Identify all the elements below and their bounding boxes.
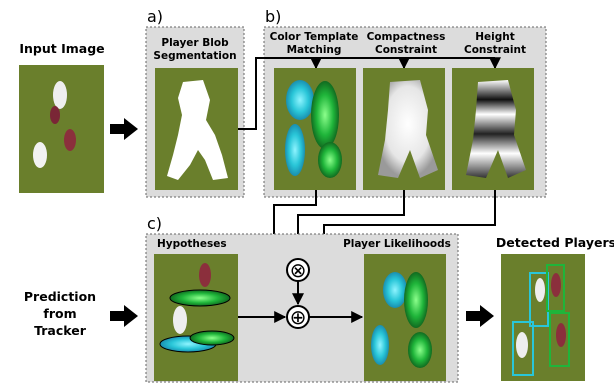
compactness-title-line1: Compactness [367, 31, 446, 43]
add-symbol: ⊕ [290, 305, 307, 329]
panel-c-tag: c) [147, 214, 162, 233]
segmentation-title-line1: Player Blob [161, 37, 229, 49]
tracker-line2: from [43, 306, 76, 321]
segmentation-image [155, 68, 238, 190]
panel-b-tag: b) [265, 7, 281, 26]
hypotheses-title: Hypotheses [157, 238, 227, 250]
height-title-line1: Height [475, 31, 515, 43]
player-likelihoods-image [364, 254, 446, 381]
arrow-input-to-segmentation [110, 118, 138, 140]
player-likelihoods-title: Player Likelihoods [343, 238, 451, 250]
color-template-title-line2: Matching [287, 44, 342, 56]
input-image-title: Input Image [19, 41, 104, 56]
panel-a-tag: a) [147, 7, 163, 26]
segmentation-to-constraints-wire [238, 57, 495, 130]
segmentation-title-line2: Segmentation [153, 50, 236, 62]
tracker-line1: Prediction [24, 289, 96, 304]
color-template-title-line1: Color Template [270, 31, 359, 43]
color-template-image [274, 68, 356, 190]
compactness-title-line2: Constraint [375, 44, 437, 56]
detected-players-image [501, 254, 585, 381]
height-title-line2: Constraint [464, 44, 526, 56]
detected-players-title: Detected Players [496, 235, 614, 250]
compactness-image [363, 68, 445, 190]
tracker-line3: Tracker [34, 323, 87, 338]
arrow-tracker-to-hypotheses [110, 305, 138, 327]
multiply-symbol: ⊗ [290, 258, 307, 282]
hypotheses-image [154, 254, 238, 381]
arrow-likelihoods-to-output [466, 305, 494, 327]
add-operator: ⊕ [286, 305, 310, 329]
input-image [19, 65, 104, 193]
multiply-operator: ⊗ [286, 258, 310, 282]
height-image [452, 68, 534, 190]
